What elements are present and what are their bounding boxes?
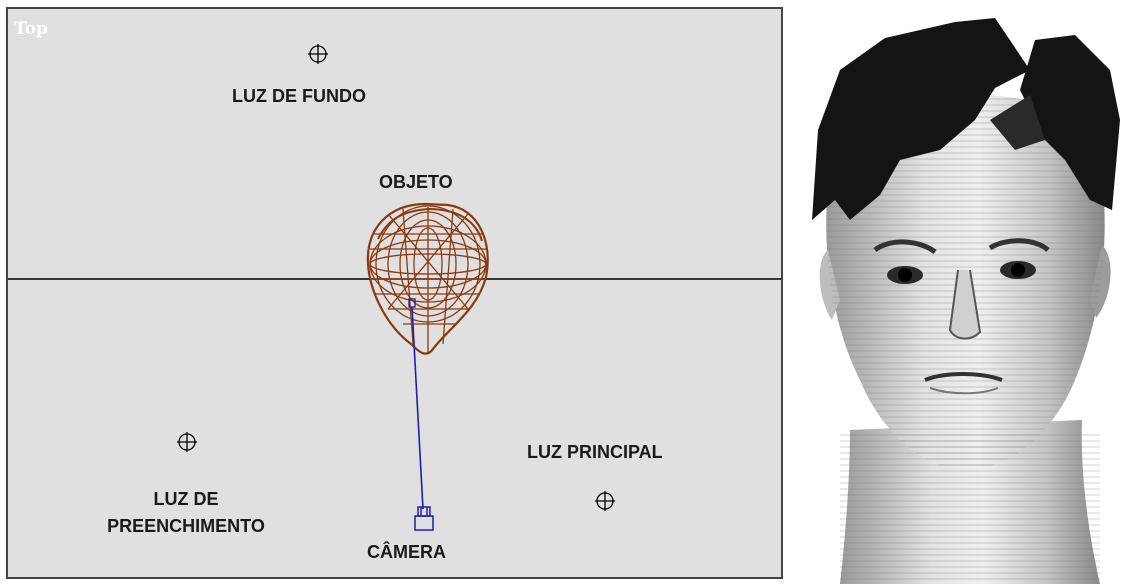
light-crosshair-icon[interactable] (177, 432, 197, 452)
label-luz-de-preenchimento-line2: PREENCHIMENTO (107, 516, 265, 536)
rendered-head-image (812, 18, 1120, 584)
top-viewport[interactable]: Top LUZ DE FUNDO OBJETO LUZ DE PREENCHIM… (6, 7, 783, 579)
camera-icon[interactable] (414, 506, 434, 531)
light-crosshair-icon[interactable] (308, 44, 328, 64)
viewport-title: Top (14, 19, 48, 39)
light-crosshair-icon[interactable] (595, 491, 615, 511)
camera-target-line (408, 298, 424, 510)
label-luz-de-fundo: LUZ DE FUNDO (232, 86, 366, 106)
label-luz-de-preenchimento-line1: LUZ DE (153, 489, 219, 509)
label-camera: CÂMERA (367, 542, 446, 562)
viewport-canvas (8, 44, 781, 531)
label-objeto: OBJETO (379, 172, 453, 192)
label-luz-principal: LUZ PRINCIPAL (527, 442, 663, 462)
object-wireframe[interactable] (366, 202, 489, 355)
